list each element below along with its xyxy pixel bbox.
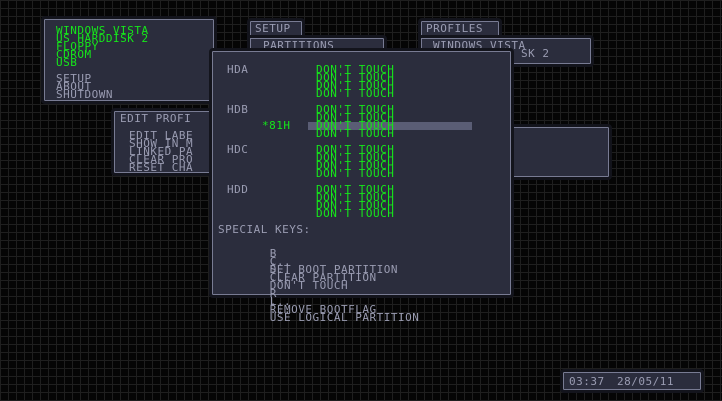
key-action: DON'T TOUCH (269, 279, 349, 292)
disk-label-hdc: HDC (227, 143, 249, 156)
special-keys-list: B ... SET BOOT PARTITION C ... CLEAR PAR… (227, 242, 419, 323)
clock-time: 03:37 (569, 375, 605, 388)
edit-profile-item[interactable]: LINKED PA (129, 145, 194, 158)
partition-row[interactable]: DON'T TOUCH (316, 167, 395, 180)
edit-profile-item[interactable]: SHOW IN M (129, 137, 194, 150)
key-separator: ... (269, 303, 292, 316)
tab-setup-label: SETUP (255, 22, 291, 35)
tab-setup[interactable]: SETUP (247, 18, 305, 38)
boot-menu-panel: WINDOWS VISTA US HARDDISK 2 FLOPPY CDROM… (41, 16, 217, 104)
key-name: B (269, 247, 277, 260)
menu-about[interactable]: ABOUT (56, 80, 92, 93)
boot-entry[interactable]: WINDOWS VISTA (56, 24, 149, 37)
special-key-row: B ... SET BOOT PARTITION (227, 242, 419, 275)
setup-item-partitions[interactable]: PARTITIONS (263, 39, 335, 52)
partition-row[interactable]: DON'T TOUCH (316, 103, 395, 116)
partition-row[interactable]: DON'T TOUCH (316, 159, 395, 172)
partition-row[interactable]: DON'T TOUCH (316, 183, 395, 196)
key-name: R (269, 287, 277, 300)
edit-profile-item[interactable]: EDIT LABE (129, 129, 194, 142)
disk-label-hdb: HDB (227, 103, 249, 116)
disk-hda-partitions: DON'T TOUCH DON'T TOUCH DON'T TOUCH DON'… (316, 63, 395, 100)
profile-item[interactable]: WINDOWS VISTA (433, 39, 526, 52)
disk-label-hda: HDA (227, 63, 249, 76)
partition-row[interactable]: DON'T TOUCH (316, 207, 395, 220)
menu-shutdown[interactable]: SHUTDOWN (56, 88, 113, 101)
partition-row[interactable]: DON'T TOUCH (316, 71, 395, 84)
disk-label-hdd: HDD (227, 183, 249, 196)
boot-entry[interactable]: USB (56, 56, 78, 69)
key-action: USE LOGICAL PARTITION (269, 311, 420, 324)
key-name: D (269, 263, 277, 276)
special-key-row: L ... USE LOGICAL PARTITION (227, 290, 419, 323)
special-key-row: C ... CLEAR PARTITION (227, 250, 419, 283)
partition-row[interactable]: DON'T TOUCH (316, 111, 395, 124)
background-right-panel (500, 124, 612, 180)
profile-item[interactable]: SK 2 (521, 47, 550, 60)
partition-row[interactable]: DON'T TOUCH (316, 79, 395, 92)
disk-hdc-partitions: DON'T TOUCH DON'T TOUCH DON'T TOUCH DON'… (316, 143, 395, 180)
menu-setup[interactable]: SETUP (56, 72, 92, 85)
clock-date: 28/05/11 (617, 375, 674, 388)
partition-row[interactable]: DON'T TOUCH (316, 127, 395, 140)
tab-profiles-label: PROFILES (426, 22, 483, 35)
partition-row[interactable]: DON'T TOUCH (316, 143, 395, 156)
partition-row-selected[interactable]: DON'T TOUCH (316, 119, 395, 132)
key-action: CLEAR PARTITION (269, 271, 377, 284)
key-action: SET BOOT PARTITION (269, 263, 398, 276)
partition-row[interactable]: DON'T TOUCH (316, 87, 395, 100)
disk-hdd-partitions: DON'T TOUCH DON'T TOUCH DON'T TOUCH DON'… (316, 183, 395, 220)
partition-row[interactable]: DON'T TOUCH (316, 199, 395, 212)
tab-profiles[interactable]: PROFILES (418, 18, 502, 38)
key-separator: ... (269, 255, 292, 268)
partition-row[interactable]: DON'T TOUCH (316, 151, 395, 164)
key-action: REMOVE BOOTFLAG (269, 303, 377, 316)
edit-profile-item[interactable]: CLEAR PRO (129, 153, 194, 166)
special-key-row: R ... REMOVE BOOTFLAG (227, 282, 419, 315)
key-separator: ... (269, 271, 292, 284)
boot-entry[interactable]: CDROM (56, 48, 92, 61)
key-separator: ... (269, 295, 292, 308)
boot-entry[interactable]: FLOPPY (56, 40, 99, 53)
special-key-row: D ... DON'T TOUCH (227, 258, 419, 291)
special-keys-title: SPECIAL KEYS: (218, 223, 311, 236)
clock-panel: 03:37 28/05/11 (560, 369, 704, 393)
partition-type-code: *81H (262, 119, 291, 132)
key-separator: ... (269, 263, 292, 276)
key-name: C (269, 255, 277, 268)
partition-row[interactable]: DON'T TOUCH (316, 63, 395, 76)
edit-profile-title: EDIT PROFI (120, 112, 192, 125)
disk-hdb-partitions: DON'T TOUCH DON'T TOUCH DON'T TOUCH DON'… (316, 103, 395, 140)
boot-entry[interactable]: US HARDDISK 2 (56, 32, 149, 45)
partition-row[interactable]: DON'T TOUCH (316, 191, 395, 204)
key-name: L (269, 295, 277, 308)
selection-bar (308, 122, 472, 130)
edit-profile-item[interactable]: RESET CHA (129, 161, 194, 174)
partitions-dialog: HDA DON'T TOUCH DON'T TOUCH DON'T TOUCH … (209, 48, 514, 323)
